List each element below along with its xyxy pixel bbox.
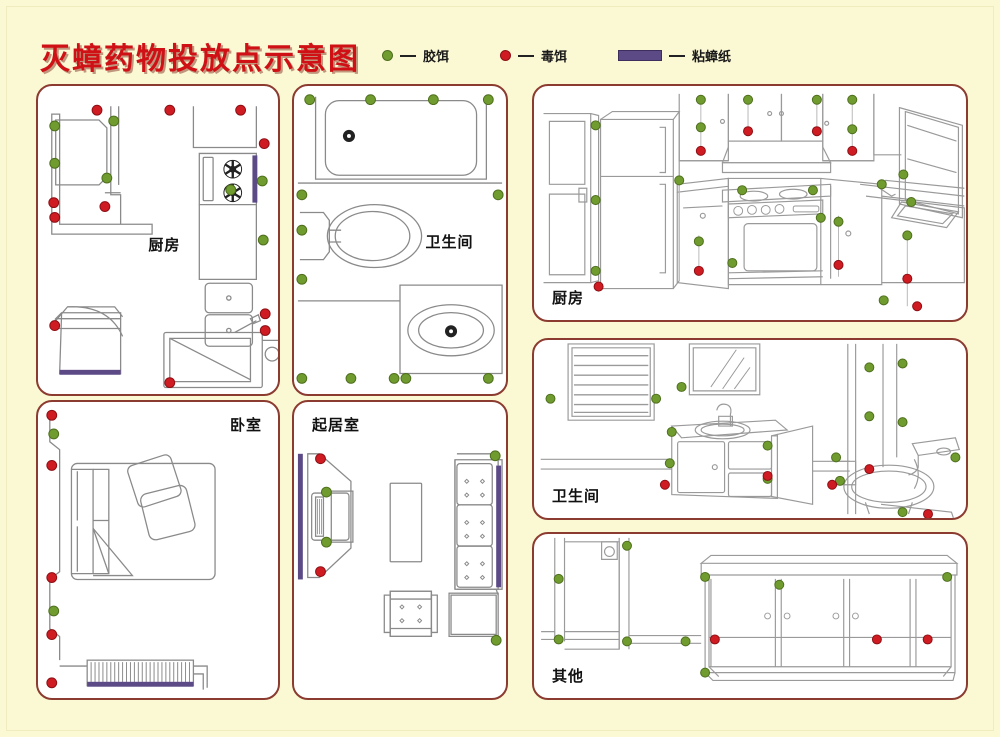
panel-kitchen-perspective[interactable]: 厨房 — [532, 84, 968, 322]
legend-item-sticky: 粘蟑纸 — [618, 46, 731, 65]
bedroom-plan-drawing — [46, 409, 216, 690]
panel-label-other-perspective: 其他 — [552, 667, 585, 685]
panel-kitchen-plan[interactable]: 厨房 — [36, 84, 280, 396]
legend-item-poison: 毒饵 — [500, 46, 567, 65]
panel-label-kitchen-perspective: 厨房 — [552, 289, 585, 307]
panel-label-bedroom-plan: 卧室 — [229, 416, 262, 434]
panel-bathroom-plan[interactable]: 卫生间 — [292, 84, 508, 396]
legend-dash-1 — [400, 54, 416, 57]
panel-label-kitchen-plan: 厨房 — [148, 235, 181, 254]
kitchen-perspective-drawing — [543, 93, 965, 312]
panel-other-perspective[interactable]: 其他 — [532, 532, 968, 700]
legend-item-gel: 胶饵 — [382, 46, 449, 65]
livingroom-plan-drawing — [297, 450, 503, 646]
panel-bathroom-perspective[interactable]: 卫生间 — [532, 338, 968, 520]
sticky-paper — [87, 681, 194, 687]
panel-label-livingroom-plan: 起居室 — [312, 416, 361, 434]
legend-label-gel: 胶饵 — [423, 50, 450, 65]
bathroom-plan-drawing — [296, 94, 504, 384]
kitchen-plan-drawing — [48, 104, 278, 389]
legend-dash-3 — [669, 54, 685, 57]
legend-label-sticky: 粘蟑纸 — [692, 50, 732, 65]
red-dot-icon — [500, 50, 511, 61]
sticky-paper — [496, 465, 502, 588]
panel-label-bathroom-plan: 卫生间 — [425, 232, 474, 251]
sticky-paper — [252, 155, 258, 203]
legend-dash-2 — [518, 54, 534, 57]
legend-label-poison: 毒饵 — [541, 50, 568, 65]
panel-label-bathroom-perspective: 卫生间 — [552, 487, 601, 505]
page-title: 灭蟑药物投放点示意图 — [40, 42, 360, 77]
bathroom-perspective-drawing — [540, 343, 961, 518]
purple-bar-icon — [618, 50, 662, 61]
panel-bedroom-plan[interactable]: 卧室 — [36, 400, 280, 700]
other-perspective-drawing — [541, 537, 959, 682]
green-dot-icon — [382, 50, 393, 61]
poster-header: 灭蟑药物投放点示意图 胶饵 毒饵 粘蟑纸 — [0, 0, 1000, 80]
sticky-paper — [297, 453, 303, 580]
panel-livingroom-plan[interactable]: 起居室 — [292, 400, 508, 700]
sticky-paper — [59, 369, 121, 375]
